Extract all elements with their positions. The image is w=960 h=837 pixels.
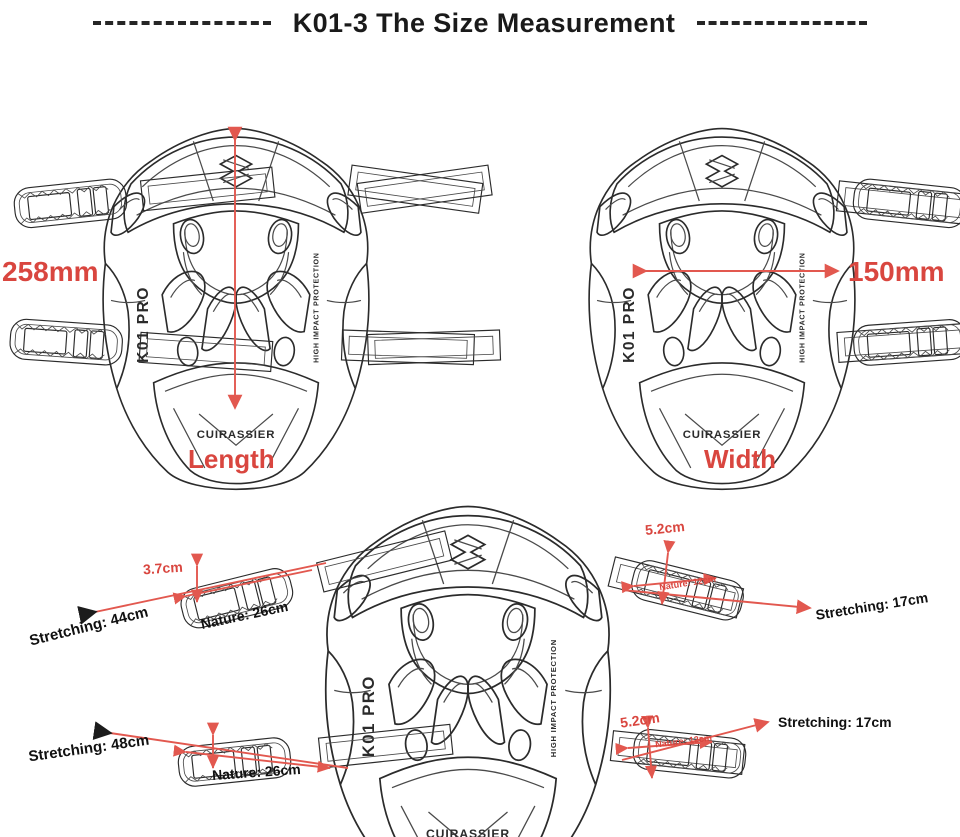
length-caption: Length [188,444,275,474]
annotation-lower-left-stretching: Stretching: 48cm [27,731,151,766]
arrow-52cm-top [657,540,676,605]
annotation-upper-left-nature: Nature: 26cm [199,597,290,633]
annotation-upper-right-nature: Nature: 12cm [658,573,717,593]
annotation-lower-left-nature: Nature: 26cm [211,760,302,784]
annotation-lower-right-strap-width: 5.2cm [619,709,661,731]
annotation-lower-right-stretching: Stretching: 17cm [778,714,892,730]
width-caption: Width [704,444,776,474]
arrow-52cm-bottom [640,715,658,779]
title-rule-left [92,21,271,25]
title-bar: K01-3 The Size Measurement [0,0,960,46]
length-value-label: 258mm [2,256,99,287]
annotation-lower-right-nature: Nature: 12cm [654,732,713,750]
annotation-upper-right-strap-width: 5.2cm [644,517,686,539]
title-rule-right [697,21,868,25]
page-title: K01-3 The Size Measurement [292,7,676,38]
arrow-stretching-44 [77,562,327,625]
annotation-upper-right-stretching: Stretching: 17cm [814,589,930,623]
annotation-upper-left-stretching: Stretching: 44cm [27,603,150,650]
annotation-upper-left-strap-width: 3.7cm [142,558,184,578]
width-value-label: 150mm [848,256,945,287]
arrow-stretching-17-top [621,589,812,615]
vest-length-view [8,127,484,491]
arrow-37cm-span [172,569,313,605]
vest-width-view [356,127,960,491]
vest-strap-detail-view [176,505,748,837]
